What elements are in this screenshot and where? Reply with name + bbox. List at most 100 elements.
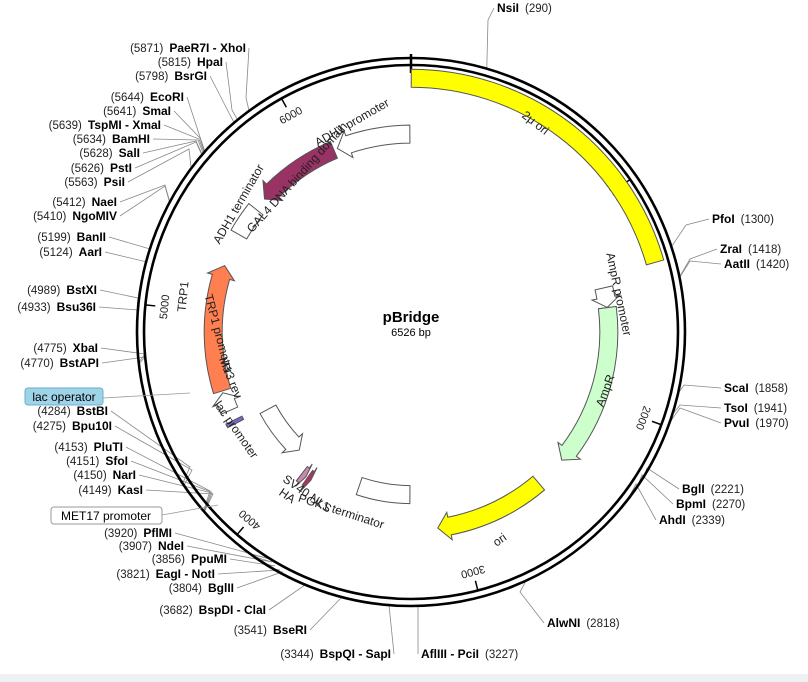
- enzyme-leader-bsu36i: [98, 306, 139, 322]
- feature-arrow-ha[interactable]: [295, 463, 313, 487]
- feature-arrow-ampr-promoter[interactable]: [590, 285, 622, 309]
- enzyme-leader-bseri: [309, 596, 343, 631]
- enzyme-leader-bstxi: [99, 289, 139, 308]
- enzyme-label-bgli[interactable]: BglI(2221): [682, 482, 744, 496]
- enzyme-label-ndei[interactable]: NdeI(3907): [119, 539, 184, 553]
- enzyme-label-eagi-noti[interactable]: EagI - NotI(3821): [116, 567, 215, 581]
- enzyme-label-aari[interactable]: AarI(5124): [39, 245, 102, 259]
- enzyme-leader-tsoi: [673, 404, 722, 413]
- enzyme-position: (3344): [280, 649, 313, 661]
- enzyme-name: BanII: [77, 230, 106, 244]
- enzyme-label-ecori[interactable]: EcoRI(5644): [111, 90, 184, 104]
- enzyme-label-kasi[interactable]: KasI(4149): [78, 483, 143, 497]
- feature-arrow-adh1-promoter[interactable]: [336, 124, 411, 159]
- feature-arrow-lac-promoter[interactable]: [259, 404, 304, 454]
- enzyme-label-zrai[interactable]: ZraI(1418): [720, 242, 781, 256]
- feature-arrow-trp1-promoter[interactable]: [211, 392, 241, 415]
- enzyme-labels: NsiI(290) PfoI(1300) ZraI(1418)AatII(1420)…: [17, 1, 789, 661]
- tick-label-6000: 6000: [278, 105, 305, 127]
- enzyme-label-hpai[interactable]: HpaI(5815): [158, 55, 223, 69]
- enzyme-position: (5634): [73, 134, 106, 146]
- enzyme-label-xbai[interactable]: XbaI(4775): [33, 341, 98, 355]
- feature-arrow-trp1[interactable]: [203, 264, 236, 395]
- feature-arrow-gal4-dna-binding-domain[interactable]: [262, 140, 339, 202]
- enzyme-position: (5639): [49, 120, 82, 132]
- enzyme-position: (3804): [169, 583, 202, 595]
- enzyme-name: TsoI: [724, 401, 748, 415]
- enzyme-label-bstapi[interactable]: BstAPI(4770): [20, 356, 99, 370]
- met17-promoter-box[interactable]: [50, 506, 163, 525]
- enzyme-name: AflIII - PciI: [421, 647, 479, 661]
- enzyme-label-bspdi-clai[interactable]: BspDI - ClaI(3682): [159, 603, 266, 617]
- enzyme-label-bamhi[interactable]: BamHI(5634): [73, 132, 150, 146]
- enzyme-label-naei[interactable]: NaeI(5412): [52, 195, 117, 209]
- enzyme-label-alwni[interactable]: AlwNI(2818): [547, 616, 620, 630]
- enzyme-label-bpmi[interactable]: BpmI(2270): [676, 497, 745, 511]
- feature-arrow-pgk1-terminator[interactable]: [355, 476, 411, 505]
- enzyme-name: HpaI: [197, 55, 223, 69]
- enzyme-label-psti[interactable]: PstI(5626): [71, 161, 132, 175]
- tick-label-4000: 4000: [237, 507, 263, 532]
- enzyme-label-pluti[interactable]: PluTI(4153): [54, 440, 123, 454]
- enzyme-label-pflmi[interactable]: PflMI(3920): [104, 526, 172, 540]
- enzyme-label-bspqi-sapi[interactable]: BspQI - SapI(3344): [280, 647, 391, 661]
- enzyme-label-bstxi[interactable]: BstXI(4989): [27, 283, 97, 297]
- enzyme-position: (1941): [754, 403, 787, 415]
- feature-label-trp1: TRP1: [174, 280, 191, 312]
- enzyme-label-sfoi[interactable]: SfoI(4151): [66, 454, 128, 468]
- enzyme-label-ppumi[interactable]: PpuMI(3856): [152, 552, 227, 566]
- enzyme-leader-zrai: [679, 248, 718, 277]
- enzyme-position: (4775): [33, 343, 66, 355]
- enzyme-position: (4770): [20, 358, 53, 370]
- enzyme-label-pfoi[interactable]: PfoI(1300): [712, 212, 774, 226]
- enzyme-leader-sali: [142, 140, 203, 154]
- plasmid-backbone: [135, 54, 687, 608]
- enzyme-label-bsu36i[interactable]: Bsu36I(4933): [17, 300, 96, 314]
- enzyme-position: (5412): [52, 197, 85, 209]
- enzyme-label-afliii-pcii[interactable]: AflIII - PciI(3227): [421, 647, 518, 661]
- enzyme-label-sali[interactable]: SalI(5628): [79, 146, 140, 160]
- enzyme-label-nsii[interactable]: NsiI(290): [497, 1, 552, 15]
- enzyme-leader-ndei: [186, 545, 273, 563]
- lac-operator-box[interactable]: [24, 387, 104, 406]
- enzyme-leader-psti: [134, 141, 202, 169]
- enzyme-name: NgoMIV: [72, 209, 117, 223]
- feature-arrow-adh1-terminator[interactable]: [230, 202, 264, 240]
- feature-arrow-ori[interactable]: [437, 475, 546, 542]
- enzyme-leader-paer7i-xhoi: [245, 47, 250, 110]
- feature-arrow-2-ori[interactable]: [410, 68, 665, 266]
- enzyme-label-scai[interactable]: ScaI(1858): [724, 381, 788, 395]
- enzyme-label-ahdi[interactable]: AhdI(2339): [659, 513, 725, 527]
- enzyme-label-bsrgi[interactable]: BsrGI (5798): [135, 69, 207, 83]
- plasmid-name: pBridge: [383, 309, 440, 326]
- enzyme-label-ngomiv[interactable]: NgoMIV(5410): [33, 209, 117, 223]
- enzyme-label-psii[interactable]: PsiI(5563): [64, 175, 125, 189]
- enzyme-name: BsrGI: [174, 69, 207, 83]
- enzyme-name: SalI: [119, 146, 140, 160]
- enzyme-name: PflMI: [143, 526, 172, 540]
- enzyme-leader-bamhi: [152, 138, 204, 153]
- enzyme-label-pvui[interactable]: PvuI(1970): [724, 416, 789, 430]
- enzyme-position: (5626): [71, 163, 104, 175]
- enzyme-label-bstbi[interactable]: BstBI(4284): [37, 404, 108, 418]
- enzyme-name: AarI: [79, 245, 102, 259]
- enzyme-position: (2221): [711, 484, 744, 496]
- enzyme-leader-bstbi: [110, 410, 191, 485]
- feature-arrow-sv40-nls[interactable]: [300, 467, 318, 491]
- enzyme-label-smai[interactable]: SmaI(5641): [103, 104, 171, 118]
- enzyme-label-tsoi[interactable]: TsoI (1941): [724, 401, 787, 415]
- enzyme-position: (5798): [135, 71, 168, 83]
- enzyme-name: BglII: [208, 581, 234, 595]
- enzyme-label-banii[interactable]: BanII(5199): [37, 230, 106, 244]
- enzyme-label-nari[interactable]: NarI(4150): [73, 468, 136, 482]
- enzyme-label-paer7i-xhoi[interactable]: PaeR7I - XhoI(5871): [130, 41, 246, 55]
- enzyme-label-aatii[interactable]: AatII(1420): [724, 257, 789, 271]
- enzyme-position: (4933): [17, 302, 50, 314]
- feature-arrow-m13-rev[interactable]: [225, 415, 245, 429]
- enzyme-label-tspmi-xmai[interactable]: TspMI - XmaI(5639): [49, 118, 161, 132]
- enzyme-label-bseri[interactable]: BseRI(3541): [234, 623, 307, 637]
- enzyme-label-bglii[interactable]: BglII (3804): [169, 581, 234, 595]
- enzyme-label-bpu10i[interactable]: Bpu10I(4275): [33, 419, 112, 433]
- enzyme-position: (4151): [66, 456, 99, 468]
- feature-arrow-ampr[interactable]: [557, 305, 619, 461]
